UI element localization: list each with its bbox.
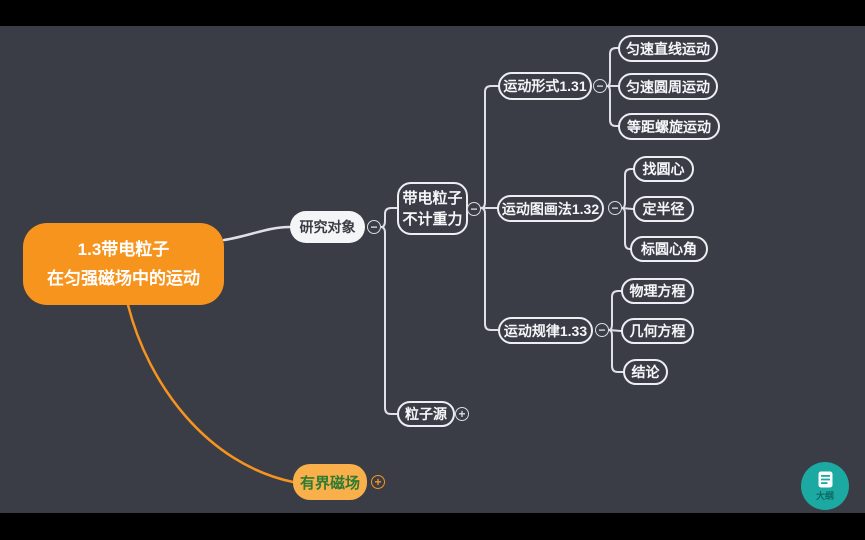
minus-icon: − [598,323,606,337]
node-particle-source[interactable]: 粒子源 [397,401,455,427]
node-charged-particle[interactable]: 带电粒子 不计重力 [397,182,468,235]
node-label: 匀速直线运动 [626,40,710,57]
node-find-center[interactable]: 找圆心 [633,156,694,182]
node-fix-radius[interactable]: 定半径 [633,196,694,222]
node-conclusion[interactable]: 结论 [623,359,668,385]
node-motion-law[interactable]: 运动规律1.33 [498,317,593,344]
connector-research-source [380,226,398,415]
node-label-line1: 带电粒子 [402,189,463,207]
node-mark-central-angle[interactable]: 标圆心角 [630,236,708,262]
node-label: 运动形式1.31 [503,78,587,94]
expand-icon-particle-source[interactable]: + [455,407,469,421]
letterbox-bottom [0,513,865,540]
node-physics-equation[interactable]: 物理方程 [621,278,694,304]
connector-charged-law [480,207,499,331]
node-label: 等距螺旋运动 [627,118,711,135]
minus-icon: − [370,220,378,234]
node-label-line2: 不计重力 [402,210,463,228]
node-uniform-linear[interactable]: 匀速直线运动 [618,35,718,62]
connector-drawing-angle [621,207,631,250]
connector-root-bounded-field [126,303,295,484]
collapse-icon-motion-drawing[interactable]: − [608,201,622,215]
collapse-icon-motion-form[interactable]: − [593,79,607,93]
node-label: 几何方程 [629,323,686,339]
plus-icon: + [458,407,466,421]
node-label: 研究对象 [299,219,356,235]
root-title-line1: 1.3带电粒子 [77,240,170,259]
root-title-line2: 在匀强磁场中的运动 [47,269,200,288]
connector-law-conclusion [608,329,624,373]
node-label: 结论 [631,364,660,380]
node-label: 物理方程 [629,283,686,299]
connector-charged-form [480,85,499,209]
collapse-icon-motion-law[interactable]: − [595,323,609,337]
plus-icon: + [374,475,382,489]
node-label: 找圆心 [642,161,685,177]
node-bounded-field[interactable]: 有界磁场 [293,464,367,500]
node-label: 标圆心角 [641,241,697,257]
node-uniform-circular[interactable]: 匀速圆周运动 [618,73,718,100]
connector-form-spiral [606,85,619,127]
outline-button[interactable]: 大纲 [801,462,849,510]
node-motion-drawing[interactable]: 运动图画法1.32 [497,195,604,222]
collapse-icon-research-object[interactable]: − [367,220,381,234]
node-research-object[interactable]: 研究对象 [290,211,365,243]
node-label: 运动图画法1.32 [501,200,600,217]
node-equidistant-spiral[interactable]: 等距螺旋运动 [618,113,720,140]
minus-icon: − [596,79,604,93]
node-label: 匀速圆周运动 [626,78,710,95]
outline-button-label: 大纲 [815,490,834,501]
document-icon [818,471,833,488]
node-root[interactable]: 1.3带电粒子 在匀强磁场中的运动 [23,223,224,305]
expand-icon-bounded-field[interactable]: + [371,475,385,489]
connector-form-linear [606,47,619,87]
connector-layer [126,47,634,484]
connector-root-research [222,225,292,242]
letterbox-top [0,0,865,26]
connector-research-charged [380,207,398,228]
minus-icon: − [470,202,478,216]
minus-icon: − [611,201,619,215]
node-label: 有界磁场 [299,474,360,492]
node-label: 粒子源 [405,406,447,422]
collapse-icon-charged-particle[interactable]: − [467,202,481,216]
node-label: 运动规律1.33 [503,322,588,339]
connector-drawing-center [621,168,634,209]
node-geometry-equation[interactable]: 几何方程 [621,318,694,344]
node-motion-form[interactable]: 运动形式1.31 [498,72,592,100]
node-label: 定半径 [642,201,685,217]
mindmap-canvas[interactable]: 1.3带电粒子 在匀强磁场中的运动 研究对象 − 带电粒子 不计重力 − 粒子源… [0,26,865,513]
connector-law-physics [608,290,622,331]
